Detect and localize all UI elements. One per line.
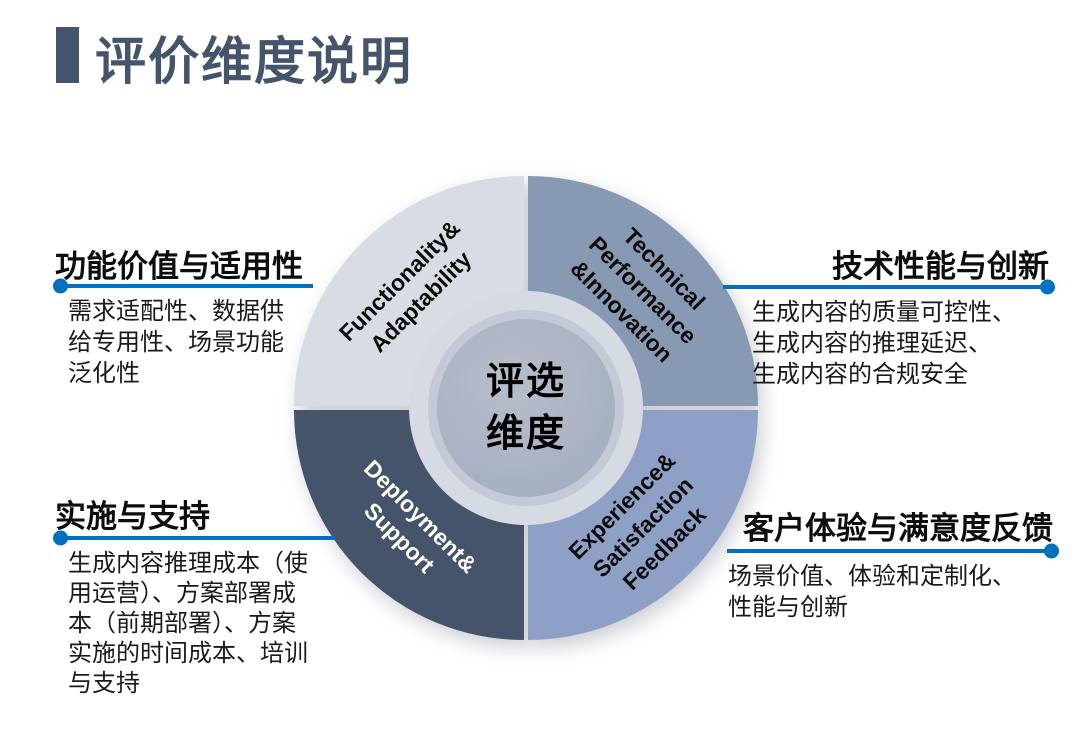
callout-dot-top-right: [1040, 279, 1055, 295]
callout-rule-bottom-right: [727, 543, 1059, 559]
page-title: 评价维度说明: [95, 33, 414, 90]
callout-desc-bottom-right: 场景价值、体验和定制化、 性能与创新: [728, 563, 1016, 621]
callout-rule-top-right: [723, 279, 1055, 295]
callout-rule-bottom-left: [53, 530, 335, 546]
center-circle: 评选 维度: [428, 310, 624, 506]
callout-dot-bottom-right: [1044, 543, 1059, 559]
callout-title-bottom-right: 客户体验与满意度反馈: [743, 511, 1053, 546]
callout-desc-top-left: 需求适配性、数据供 给专用性、场景功能 泛化性: [68, 298, 284, 387]
callout-rule-top-left: [53, 278, 313, 294]
callout-title-top-right: 技术性能与创新: [832, 249, 1049, 284]
callout-title-top-left: 功能价值与适用性: [55, 249, 303, 284]
evaluation-dimension-wheel: Functionality& Adaptability Technical Pe…: [294, 176, 758, 640]
callout-desc-top-right: 生成内容的质量可控性、 生成内容的推理延迟、 生成内容的合规安全: [752, 299, 1016, 388]
callout-dot-top-left: [53, 278, 68, 294]
callout-dot-bottom-left: [53, 530, 68, 546]
title-bullet-bar: [56, 27, 79, 83]
callout-title-bottom-left: 实施与支持: [55, 499, 210, 534]
callout-desc-bottom-left: 生成内容推理成本（使 用运营）、方案部署成 本（前期部署）、方案 实施的时间成本…: [68, 550, 308, 697]
center-circle-label: 评选 维度: [485, 361, 566, 455]
